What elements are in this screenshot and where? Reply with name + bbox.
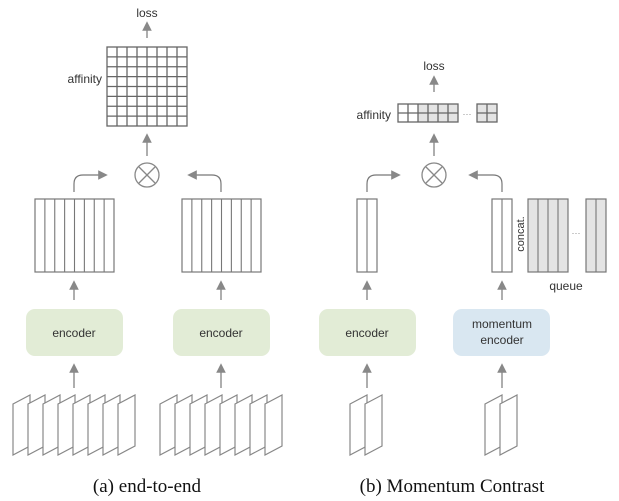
key-features-a [181, 198, 262, 273]
svg-text:momentum: momentum [472, 317, 532, 331]
svg-text:encoder: encoder [480, 333, 523, 347]
query-to-op-arrow-a [73, 170, 108, 192]
svg-text:encoder: encoder [199, 326, 242, 340]
queue-label: queue [549, 279, 583, 293]
panel-momentum-contrast: loss affinity ··· concat. ··· queue enco… [319, 59, 607, 497]
key-inputs-a [159, 394, 283, 456]
affinity-ellipsis: ··· [463, 109, 472, 119]
panel-end-to-end: loss affinity encoder encoder (a) end-to… [12, 6, 283, 497]
loss-label-a: loss [136, 6, 157, 20]
input-image [499, 394, 518, 456]
key-features-b [491, 198, 513, 273]
input-image [264, 394, 283, 456]
svg-text:encoder: encoder [52, 326, 95, 340]
query-encoder-b: encoder [319, 309, 416, 356]
queue [527, 198, 607, 273]
affinity-label-b: affinity [357, 108, 391, 122]
momentum-encoder-b: momentum encoder [453, 309, 550, 356]
caption-b: (b) Momentum Contrast [360, 476, 545, 497]
key-encoder-a: encoder [173, 309, 270, 356]
affinity-vector-b [397, 103, 498, 123]
query-features-a [34, 198, 115, 273]
multiply-operator-a [134, 162, 160, 188]
query-inputs-b [349, 394, 383, 456]
query-inputs-a [12, 394, 136, 456]
caption-a: (a) end-to-end [93, 476, 202, 497]
multiply-operator-b [421, 162, 447, 188]
input-image [364, 394, 383, 456]
loss-label-b: loss [423, 59, 444, 73]
query-features-b [356, 198, 378, 273]
query-encoder-a: encoder [26, 309, 123, 356]
key-to-op-arrow-b [468, 170, 503, 192]
key-to-op-arrow-a [187, 170, 222, 192]
affinity-matrix-a [106, 46, 188, 127]
key-inputs-b [484, 394, 518, 456]
query-to-op-arrow-b [366, 170, 401, 192]
concat-label: concat. [515, 216, 527, 251]
affinity-label-a: affinity [68, 72, 102, 86]
svg-text:encoder: encoder [345, 326, 388, 340]
queue-ellipsis: ··· [572, 228, 581, 238]
input-image [117, 394, 136, 456]
